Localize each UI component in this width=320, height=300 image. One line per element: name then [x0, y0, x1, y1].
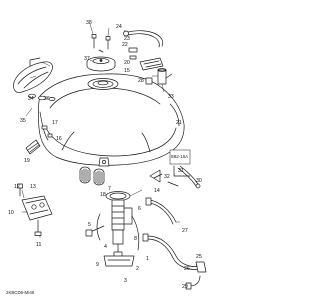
- callout-35: 35: [20, 118, 26, 124]
- drawing-code: 2KBCD5-MI46: [6, 290, 35, 295]
- callout-29: 29: [182, 284, 188, 290]
- callout-4: 4: [104, 244, 107, 250]
- callout-labels: 1 2 3 4 5 6 7 8 9 10 11 12 13 14 15 16 1…: [8, 20, 202, 290]
- callout-27: 27: [182, 228, 188, 234]
- callout-11: 11: [36, 242, 41, 248]
- callout-22: 22: [122, 42, 128, 48]
- fuel-cap: [86, 56, 116, 72]
- callout-36: 36: [44, 96, 50, 102]
- right-bracket: [167, 149, 201, 189]
- left-mid-parts: [25, 125, 53, 155]
- callout-30: 30: [196, 178, 202, 184]
- cap-screws: [91, 34, 111, 53]
- callout-2: 2: [136, 266, 139, 272]
- callout-18: 18: [100, 192, 106, 198]
- callout-21: 21: [176, 120, 182, 126]
- ref-box-label: 5B2-15A: [171, 154, 188, 159]
- callout-17: 17: [52, 120, 58, 126]
- callout-31: 31: [178, 168, 184, 174]
- callout-6: 6: [138, 206, 141, 212]
- callout-23: 23: [124, 36, 130, 42]
- callout-19: 19: [24, 158, 30, 164]
- clip-cluster: [149, 169, 163, 183]
- fuel-tank: [37, 73, 185, 167]
- callout-14: 14: [154, 188, 160, 194]
- callout-1: 1: [146, 256, 149, 262]
- callout-10: 10: [8, 210, 14, 216]
- callout-9: 9: [96, 262, 99, 268]
- rubber-dampers: [79, 166, 105, 186]
- callout-28: 28: [138, 78, 144, 84]
- callout-20: 20: [124, 60, 130, 66]
- callout-32: 32: [164, 174, 170, 180]
- callout-12: 12: [14, 184, 20, 190]
- callout-24: 24: [116, 24, 122, 30]
- side-cover: [13, 57, 53, 93]
- fuel-tank-parts-diagram: 1 2 3 4 5 6 7 8 9 10 11 12 13 14 15 16 1…: [6, 20, 207, 295]
- leader-lines: [21, 23, 198, 267]
- callout-3: 3: [124, 278, 127, 284]
- callout-34: 34: [28, 96, 34, 102]
- callout-33: 33: [168, 94, 174, 100]
- breather-hose-assembly: [123, 30, 173, 85]
- pump-bracket: [17, 183, 53, 236]
- callout-25: 25: [196, 254, 202, 260]
- callout-13: 13: [30, 184, 36, 190]
- fuel-hoses: [142, 197, 207, 290]
- callout-15: 15: [124, 68, 130, 74]
- callout-7: 7: [108, 186, 111, 192]
- callout-26: 26: [184, 266, 190, 272]
- callout-8: 8: [134, 236, 137, 242]
- callout-16: 16: [56, 136, 62, 142]
- callout-38: 38: [86, 20, 92, 26]
- fuel-pump-assembly: [85, 191, 140, 267]
- callout-5: 5: [88, 222, 91, 228]
- grommets-left: [28, 93, 56, 101]
- callout-37: 37: [84, 56, 90, 62]
